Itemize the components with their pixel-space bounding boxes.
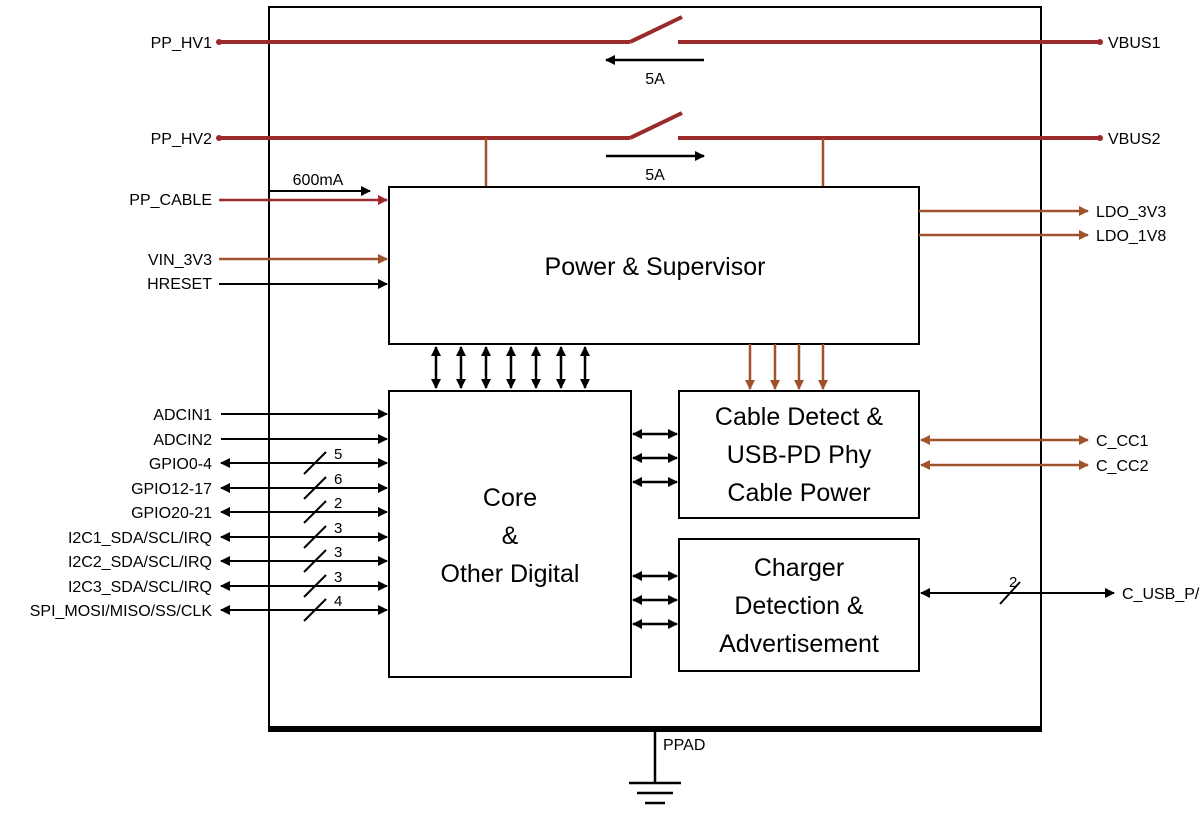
pin-hreset: HRESET <box>147 276 212 293</box>
charger-block <box>678 538 920 672</box>
bus-width-9: 4 <box>334 593 342 610</box>
bus-slash-9 <box>303 598 327 622</box>
core-peripheral-links <box>632 429 678 629</box>
power-cable-detect-supply <box>745 344 828 390</box>
power-core-bus <box>431 346 590 389</box>
bus-width-3: 5 <box>334 446 342 463</box>
charger-label-line3: Advertisement <box>719 630 879 658</box>
cable-detect-label-line1: Cable Detect & <box>715 403 883 431</box>
pin-ldo-1v8: LDO_1V8 <box>1096 228 1166 245</box>
pin-label-1: ADCIN1 <box>153 407 212 424</box>
bus-slash-5 <box>303 500 327 524</box>
power-supervisor-block <box>388 186 920 345</box>
charger-label-line1: Charger <box>754 554 844 582</box>
pin-pp-hv1: PP_HV1 <box>151 35 212 52</box>
usb-pn-bus-width: 2 <box>1009 574 1017 591</box>
bus-slash-8 <box>303 574 327 598</box>
bus-width-8: 3 <box>334 569 342 586</box>
bus-slash-3 <box>303 451 327 475</box>
hv1-power-path <box>216 15 1103 65</box>
power-supervisor-label: Power & Supervisor <box>545 253 766 281</box>
pin-label-6: I2C1_SDA/SCL/IRQ <box>68 530 212 547</box>
pin-label-5: GPIO20-21 <box>131 505 212 522</box>
bus-width-4: 6 <box>334 471 342 488</box>
pin-c-cc2: C_CC2 <box>1096 458 1149 475</box>
core-label-line2: & <box>502 522 519 550</box>
pin-ldo-3v3: LDO_3V3 <box>1096 204 1166 221</box>
ldo-outputs <box>919 206 1089 240</box>
pin-label-7: I2C2_SDA/SCL/IRQ <box>68 554 212 571</box>
pin-label-4: GPIO12-17 <box>131 481 212 498</box>
power-inputs <box>219 186 388 289</box>
ground-icon <box>629 731 681 805</box>
pin-pp-cable: PP_CABLE <box>129 192 212 209</box>
pin-c-cc1: C_CC1 <box>1096 433 1149 450</box>
usb-pn-link <box>920 581 1115 605</box>
pin-c-usb-pn: C_USB_P/N <box>1122 586 1200 603</box>
pin-label-2: ADCIN2 <box>153 432 212 449</box>
pin-pp-hv2: PP_HV2 <box>151 131 212 148</box>
core-label-line1: Core <box>483 484 537 512</box>
pin-ppad: PPAD <box>663 737 705 754</box>
bus-width-5: 2 <box>334 495 342 512</box>
core-block <box>388 390 632 678</box>
bus-slash-4 <box>303 476 327 500</box>
pin-vbus2: VBUS2 <box>1108 131 1161 148</box>
chip-outline <box>268 6 1042 732</box>
cable-detect-block <box>678 390 920 519</box>
pp-cable-current-label: 600mA <box>293 172 344 189</box>
bus-slash-6 <box>303 525 327 549</box>
pin-label-8: I2C3_SDA/SCL/IRQ <box>68 579 212 596</box>
bus-width-6: 3 <box>334 520 342 537</box>
pin-vbus1: VBUS1 <box>1108 35 1161 52</box>
cable-detect-label-line3: Cable Power <box>727 479 870 507</box>
hv1-current-label: 5A <box>645 71 665 88</box>
cable-detect-label-line2: USB-PD Phy <box>727 441 872 469</box>
hv2-power-path <box>216 111 1103 187</box>
cc-links <box>920 435 1089 470</box>
hv2-current-label: 5A <box>645 167 665 184</box>
pin-label-3: GPIO0-4 <box>149 456 212 473</box>
pin-vin-3v3: VIN_3V3 <box>148 252 212 269</box>
charger-label-line2: Detection & <box>734 592 864 620</box>
bus-slash-7 <box>303 549 327 573</box>
pin-label-9: SPI_MOSI/MISO/SS/CLK <box>30 603 213 620</box>
core-label-line3: Other Digital <box>441 560 580 588</box>
bus-width-7: 3 <box>334 544 342 561</box>
